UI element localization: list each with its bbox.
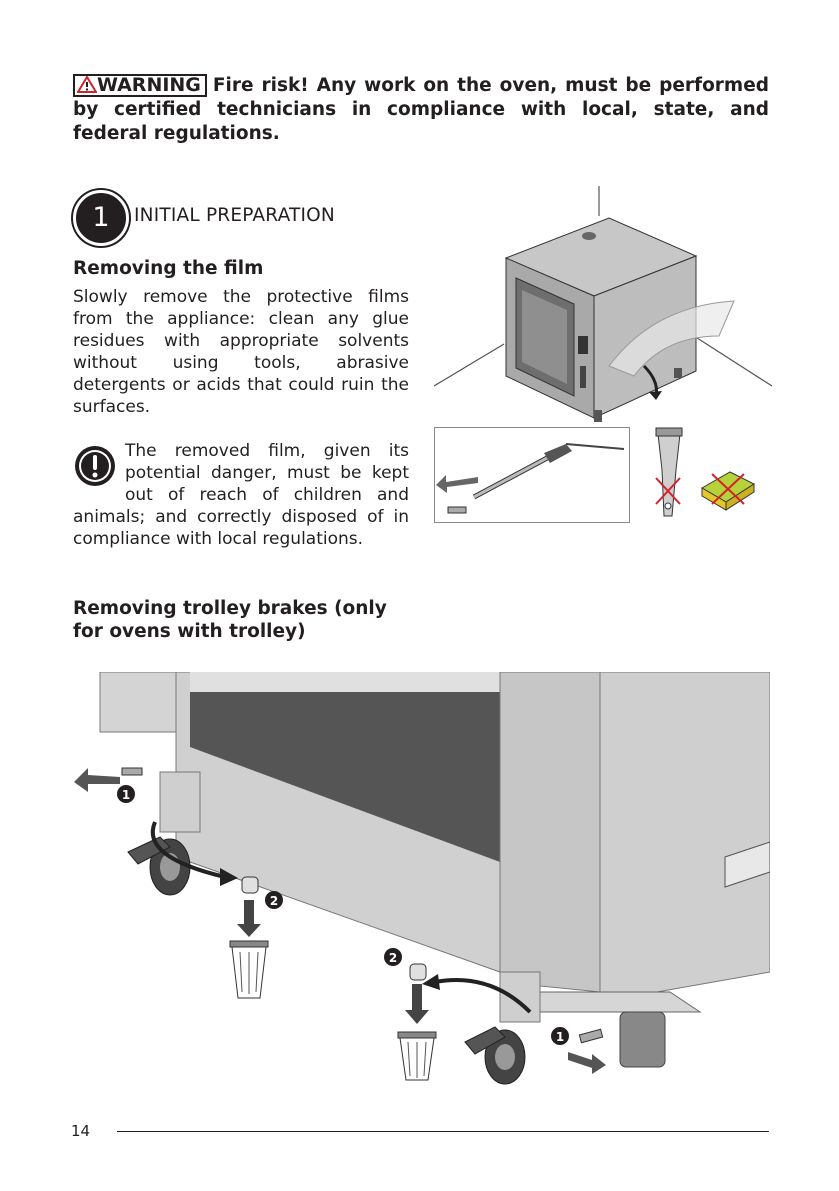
- callout-step1-right: 1: [556, 1030, 564, 1044]
- film-body: Slowly remove the protective films from …: [73, 287, 409, 417]
- brakes-heading: Removing trolley brakes (only for ovens …: [73, 598, 387, 642]
- warning-triangle-icon: [76, 75, 98, 93]
- film-note: The removed film, given its potential da…: [73, 440, 409, 550]
- callout-step2-right: 2: [389, 951, 397, 965]
- film-note-text: The removed film, given its potential da…: [73, 441, 409, 549]
- page-number: 14: [71, 1122, 91, 1140]
- callout-step2-left: 2: [270, 894, 278, 908]
- callout-step1-left: 1: [122, 788, 130, 802]
- warning-badge-label: WARNING: [97, 74, 201, 96]
- trolley-brakes-illustration: 1 2 2 1: [74, 672, 770, 1085]
- footer-rule: [117, 1131, 769, 1132]
- warning-badge: WARNING: [73, 74, 207, 97]
- film-heading: Removing the film: [73, 258, 264, 279]
- warning-text: Fire risk! Any work on the oven, must be…: [73, 75, 769, 144]
- section-title: INITIAL PREPARATION: [134, 205, 335, 226]
- water-jet-lance-illustration: [434, 427, 630, 523]
- oven-film-illustration: [434, 186, 772, 422]
- exclamation-icon: [75, 446, 115, 486]
- step-number-badge: 1: [73, 190, 129, 246]
- no-abrasive-tools-icons: [655, 427, 756, 517]
